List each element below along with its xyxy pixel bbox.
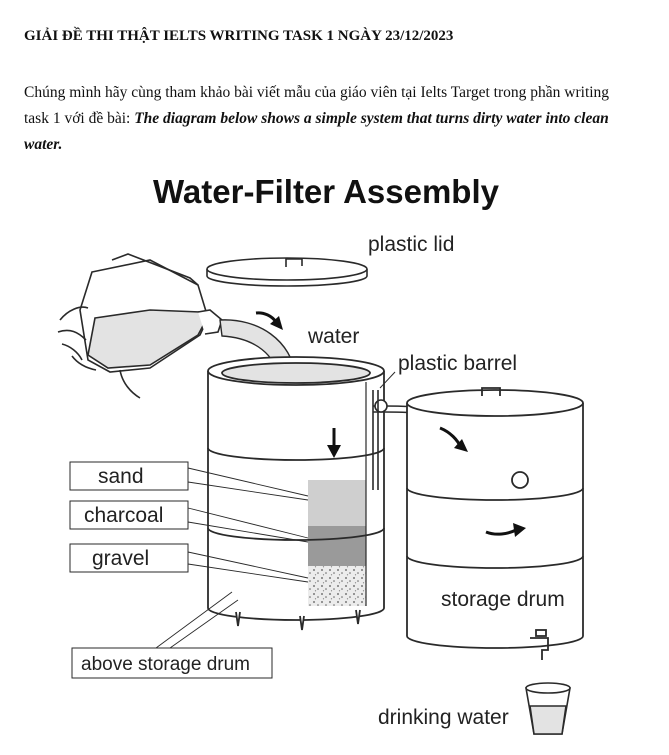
intro-text: Chúng mình hãy cùng tham khảo bài viết m…: [24, 84, 610, 127]
storage-drum: [406, 387, 584, 660]
sand-label-box: [69, 461, 189, 491]
charcoal-layer: [308, 526, 366, 566]
sand-layer: [308, 480, 366, 526]
water-filter-diagram: Water-Filter Assembly plastic lid water: [57, 173, 584, 735]
down-arrowhead-icon: [327, 445, 341, 458]
label-plastic-lid: plastic lid: [368, 233, 454, 256]
drinking-glass: [525, 682, 571, 735]
label-water: water: [307, 325, 359, 348]
label-charcoal: charcoal: [84, 504, 163, 527]
outflow-arrow-icon: [485, 528, 517, 536]
water-jug: [57, 253, 223, 399]
leader-gravel: [187, 551, 309, 583]
label-gravel: gravel: [92, 547, 149, 570]
label-above-storage-drum: above storage drum: [81, 654, 250, 675]
outflow-arrowhead-icon: [513, 523, 526, 537]
gravel-layer: [308, 566, 366, 606]
leader-plastic-barrel: [379, 371, 396, 389]
document-intro: Chúng mình hãy cùng tham khảo bài viết m…: [24, 80, 634, 158]
leader-sand: [187, 467, 309, 501]
task-prompt: The diagram below shows a simple system …: [24, 110, 609, 153]
leader-above-storage-drum: [155, 591, 239, 649]
pour-arrowhead-icon: [270, 316, 283, 330]
label-drinking-water: drinking water: [378, 706, 509, 729]
leader-charcoal: [187, 507, 309, 543]
charcoal-label-box: [69, 500, 189, 530]
label-plastic-barrel: plastic barrel: [398, 352, 517, 375]
plastic-lid: [206, 257, 368, 287]
flow-arrowhead-icon: [454, 439, 468, 452]
document-heading: GIẢI ĐỀ THI THẬT IELTS WRITING TASK 1 NG…: [24, 28, 454, 44]
label-sand: sand: [98, 465, 144, 488]
pour-arrow-icon: [255, 311, 278, 323]
diagram-title: Water-Filter Assembly: [153, 173, 500, 210]
label-storage-drum: storage drum: [441, 588, 565, 611]
above-storage-drum-box: [71, 647, 273, 679]
gravel-label-box: [69, 543, 189, 573]
